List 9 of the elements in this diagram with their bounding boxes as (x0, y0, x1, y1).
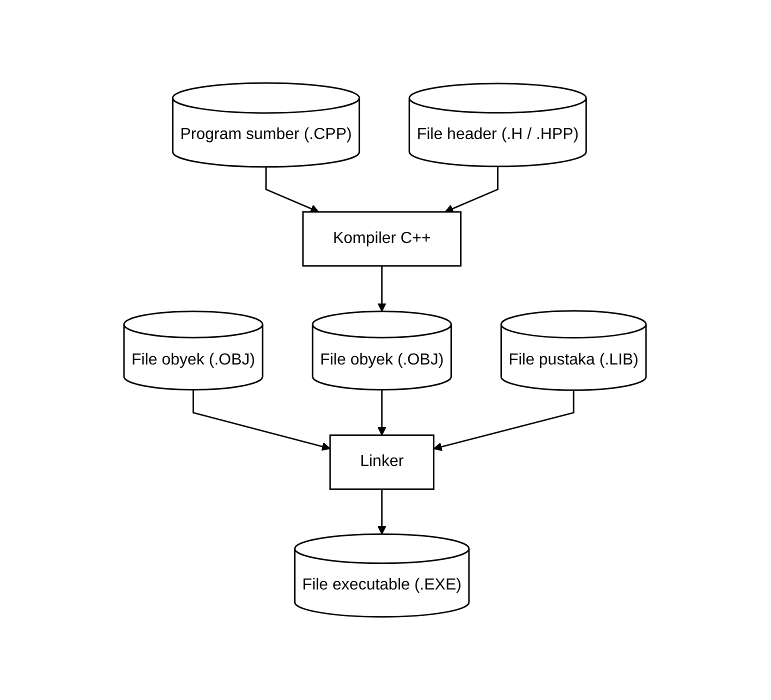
node-box: Kompiler C++ (302, 211, 462, 267)
arrow (378, 390, 387, 436)
arrow (378, 266, 387, 312)
node-box: Linker (330, 434, 435, 490)
arrow (193, 390, 331, 451)
arrow (378, 489, 387, 535)
arrow (434, 390, 575, 452)
arrow (445, 166, 499, 213)
arrow (266, 167, 320, 213)
